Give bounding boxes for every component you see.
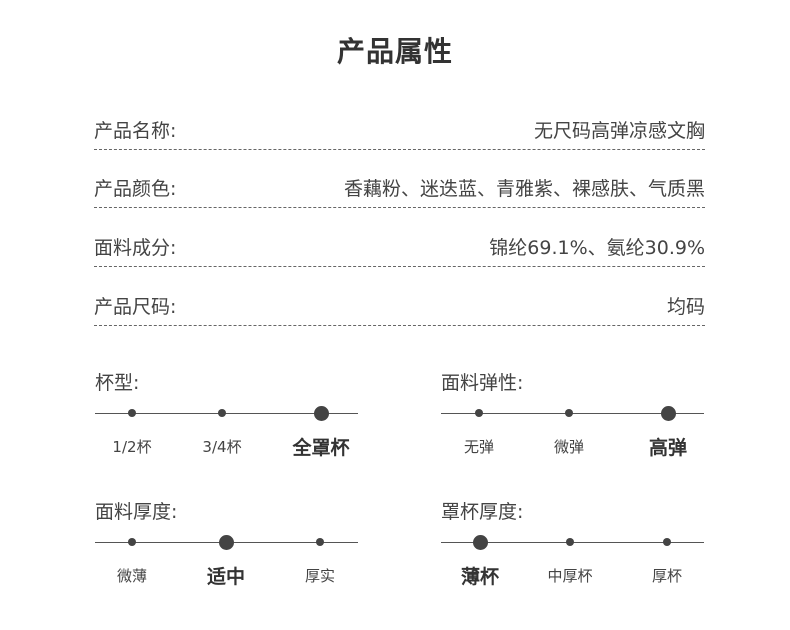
attr-value: 均码 [666,296,705,318]
attr-label: 产品尺码: [94,296,177,318]
attr-label: 产品名称: [94,120,177,142]
attr-label: 面料成分: [94,237,177,259]
dashed-divider [94,149,705,150]
attr-value: 香藕粉、迷迭蓝、青雅紫、裸感肤、气质黑 [343,178,705,200]
scale-option: 厚杯 [651,567,682,585]
attr-label: 产品颜色: [94,178,177,200]
page-title: 产品属性 [336,35,453,68]
scale-option: 3/4杯 [202,438,242,456]
attr-row-product-name: 产品名称: 无尺码高弹凉感文胸 [94,116,705,156]
dashed-divider [94,207,705,208]
scale-dot [663,538,671,546]
scale-dot [128,409,136,417]
scale-cup-thickness: 罩杯厚度: 薄杯 中厚杯 厚杯 [441,497,704,607]
scale-option: 中厚杯 [547,567,593,585]
scale-dot [218,409,226,417]
scale-option: 微弹 [553,438,584,456]
scale-option-selected: 薄杯 [460,566,499,588]
scale-fabric-elasticity: 面料弹性: 无弹 微弹 高弹 [441,368,704,478]
scale-dot-selected [473,535,488,550]
scale-dot [128,538,136,546]
dashed-divider [94,266,705,267]
scale-dot-selected [314,406,329,421]
attr-row-product-size: 产品尺码: 均码 [94,292,705,332]
scale-dot [475,409,483,417]
scale-dot [316,538,324,546]
scale-label: 罩杯厚度: [441,501,524,523]
scale-label: 杯型: [95,372,140,394]
scale-dot [566,538,574,546]
scale-label: 面料弹性: [441,372,524,394]
attr-row-fabric-composition: 面料成分: 锦纶69.1%、氨纶30.9% [94,233,705,273]
scale-track [95,413,358,414]
scale-option-selected: 全罩杯 [292,437,350,459]
scale-option: 1/2杯 [112,438,152,456]
scale-option-selected: 适中 [206,566,245,588]
scale-label: 面料厚度: [95,501,178,523]
dashed-divider [94,325,705,326]
scale-dot-selected [661,406,676,421]
attr-value: 无尺码高弹凉感文胸 [533,120,705,142]
attr-value: 锦纶69.1%、氨纶30.9% [489,237,705,259]
scale-dot-selected [219,535,234,550]
scale-option-selected: 高弹 [648,437,687,459]
scale-cup-type: 杯型: 1/2杯 3/4杯 全罩杯 [95,368,358,478]
scale-option: 厚实 [304,567,335,585]
scale-dot [565,409,573,417]
scale-fabric-thickness: 面料厚度: 微薄 适中 厚实 [95,497,358,607]
scale-option: 无弹 [463,438,494,456]
attr-row-product-color: 产品颜色: 香藕粉、迷迭蓝、青雅紫、裸感肤、气质黑 [94,174,705,214]
scale-option: 微薄 [116,567,147,585]
